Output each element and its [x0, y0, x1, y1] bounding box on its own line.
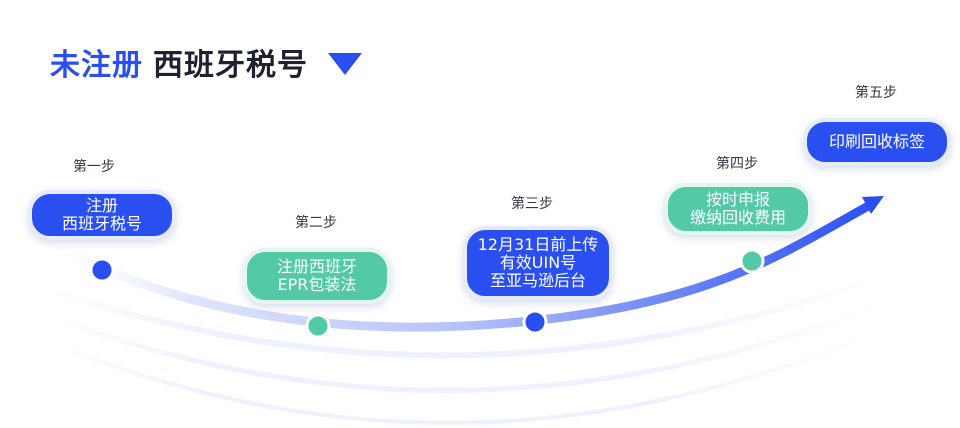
diagram-title: 未注册 西班牙税号: [50, 40, 362, 84]
step-1-line-2: 西班牙税号: [61, 214, 142, 233]
step-5-card: 印刷回收标签: [803, 118, 951, 166]
step-4-label: 第四步: [716, 156, 758, 172]
step-3-line-2: 有效UIN号: [499, 253, 577, 272]
step-3-line-3: 至亚马逊后台: [489, 271, 586, 290]
step-1-card: 注册 西班牙税号: [28, 190, 176, 240]
step-3-line-1: 12月31日前上传: [477, 235, 599, 254]
title-spain-tax-number: 西班牙税号: [153, 48, 308, 83]
step-2-dot: [305, 313, 331, 339]
step-2-label: 第二步: [295, 215, 337, 231]
step-4-card: 按时申报 缴纳回收费用: [664, 183, 812, 235]
step-2-card: 注册西班牙 EPR包装法: [243, 248, 391, 304]
step-2-line-1: 注册西班牙: [276, 257, 357, 276]
echo-arc-3: [69, 328, 881, 425]
step-3-dot: [522, 309, 548, 335]
title-unregistered: 未注册: [50, 48, 143, 83]
step-5-line-1: 印刷回收标签: [828, 132, 925, 151]
arrow-head-icon: [862, 196, 884, 214]
main-curve: [40, 200, 875, 332]
step-4-line-2: 缴纳回收费用: [689, 208, 786, 227]
triangle-down-icon: [328, 53, 362, 75]
step-3-label: 第三步: [511, 196, 553, 212]
step-3-card: 12月31日前上传 有效UIN号 至亚马逊后台: [463, 226, 613, 300]
step-5-label: 第五步: [855, 85, 897, 101]
step-4-dot: [739, 248, 765, 274]
echo-arc-1: [49, 267, 902, 359]
echo-arc-2: [59, 297, 891, 393]
step-1-line-1: 注册: [85, 196, 118, 215]
step-2-line-2: EPR包装法: [277, 275, 357, 294]
step-4-line-1: 按时申报: [705, 190, 770, 209]
step-1-label: 第一步: [73, 159, 115, 175]
step-1-dot: [89, 257, 115, 283]
